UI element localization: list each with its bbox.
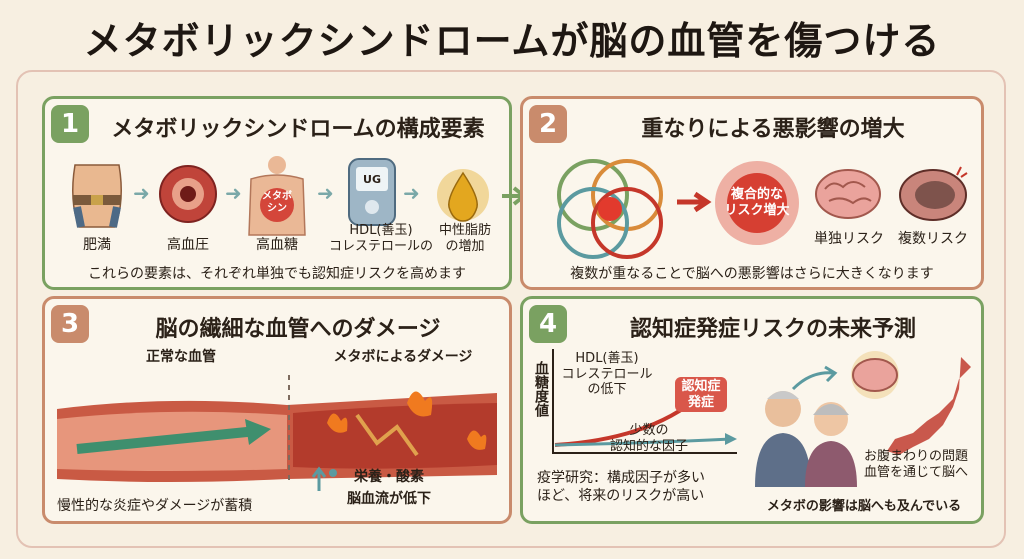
item-label: HDL(善玉) コレステロールの xyxy=(328,223,433,254)
item-label: 高血圧 xyxy=(167,237,209,253)
elderly-couple-icon xyxy=(755,391,857,487)
belly-icon xyxy=(72,164,122,228)
panel-footer: メタボの影響は脳へも及んでいる xyxy=(766,499,962,514)
panel-number: 4 xyxy=(529,305,567,343)
panel-risk-prediction: 4 認知症発症リスクの未来予測 血糖度値 HDL(善玉) コレステロール の低下… xyxy=(520,296,984,524)
panel-number: 1 xyxy=(51,105,89,143)
panel-number: 3 xyxy=(51,305,89,343)
risk-burst-label: 複合的な リスク増大 xyxy=(724,187,790,218)
blood-vessel-icon xyxy=(57,375,497,485)
oil-drop-icon xyxy=(437,169,489,222)
high-risk-label: HDL(善玉) コレステロール の低下 xyxy=(561,351,653,398)
panel-title: 脳の繊細な血管へのダメージ xyxy=(155,317,441,342)
panel-title: メタボリックシンドロームの構成要素 xyxy=(111,117,485,142)
glucose-meter-icon xyxy=(348,158,396,226)
risk-burst-icon xyxy=(715,161,799,245)
body-to-brain-note: お腹まわりの問題 血管を通じて脳へ xyxy=(863,449,968,480)
normal-vessel-label: 正常な血管 xyxy=(146,349,216,365)
low-risk-label: 少数の 認知的な因子 xyxy=(609,423,688,454)
onset-label: 認知症 発症 xyxy=(675,377,727,413)
panel-title: 重なりによる悪影響の増大 xyxy=(641,117,905,142)
damaged-vessel-label: メタボによるダメージ xyxy=(333,349,473,365)
meter-display: UG xyxy=(363,173,381,186)
panel-caption: 疫学研究：構成因子が多い ほど、将来のリスクが高い xyxy=(537,470,705,505)
venn-icon xyxy=(557,159,663,259)
panel-overlap: 2 重なりによる悪影響の増大 複合的な リスク増大 単独リスク 複数リスク 複数… xyxy=(520,96,984,290)
panel-components: 1 メタボリックシンドロームの構成要素 ➜ ➜ メタボ シン ➜ UG ➜ 肥満… xyxy=(42,96,512,290)
outer-frame xyxy=(16,70,1006,548)
item-label: 中性脂肪 の増加 xyxy=(438,223,491,254)
panel-title: 認知症発症リスクの未来予測 xyxy=(629,317,916,342)
multi-risk-brain-icon xyxy=(899,166,968,221)
future-arrow-icon xyxy=(791,365,838,391)
panel-number: 2 xyxy=(529,105,567,143)
panel-caption: 慢性的な炎症やダメージが蓄積 xyxy=(57,498,253,514)
arrow-icon: ➜ xyxy=(225,181,242,205)
single-risk-label: 単独リスク xyxy=(814,231,884,247)
arrow-icon: ➜ xyxy=(403,181,420,205)
panel-caption: これらの要素は、それぞれ単独でも認知症リスクを高めます xyxy=(88,266,466,282)
panel-caption: 複数が重なることで脳への悪影響はさらに大きくなります xyxy=(570,266,934,282)
low-flow-arrows-icon xyxy=(311,466,337,491)
arrow-icon xyxy=(677,191,712,213)
blood-flow-label: 脳血流が低下 xyxy=(347,491,431,507)
japan-map-icon xyxy=(887,357,971,455)
brain-icon xyxy=(851,351,899,399)
nutrient-label: 栄養・酸素 xyxy=(354,469,424,485)
panel-vessel-damage: 3 脳の繊細な血管へのダメージ 正常な血管 メタボによるダメージ 栄養・酸素 脳… xyxy=(42,296,512,524)
metabo-badge: メタボ シン xyxy=(262,191,292,214)
arrow-icon: ➜ xyxy=(133,181,150,205)
page-title: メタボリックシンドロームが脳の血管を傷つける xyxy=(83,19,941,63)
single-risk-brain-icon xyxy=(815,169,881,219)
item-label: 肥満 xyxy=(83,237,111,253)
body-icon xyxy=(248,156,306,236)
y-axis-label: 血糖度値 xyxy=(533,361,549,417)
artery-icon xyxy=(159,165,217,223)
arrow-icon: ➜ xyxy=(317,181,334,205)
multi-risk-label: 複数リスク xyxy=(898,231,968,247)
item-label: 高血糖 xyxy=(256,237,298,253)
